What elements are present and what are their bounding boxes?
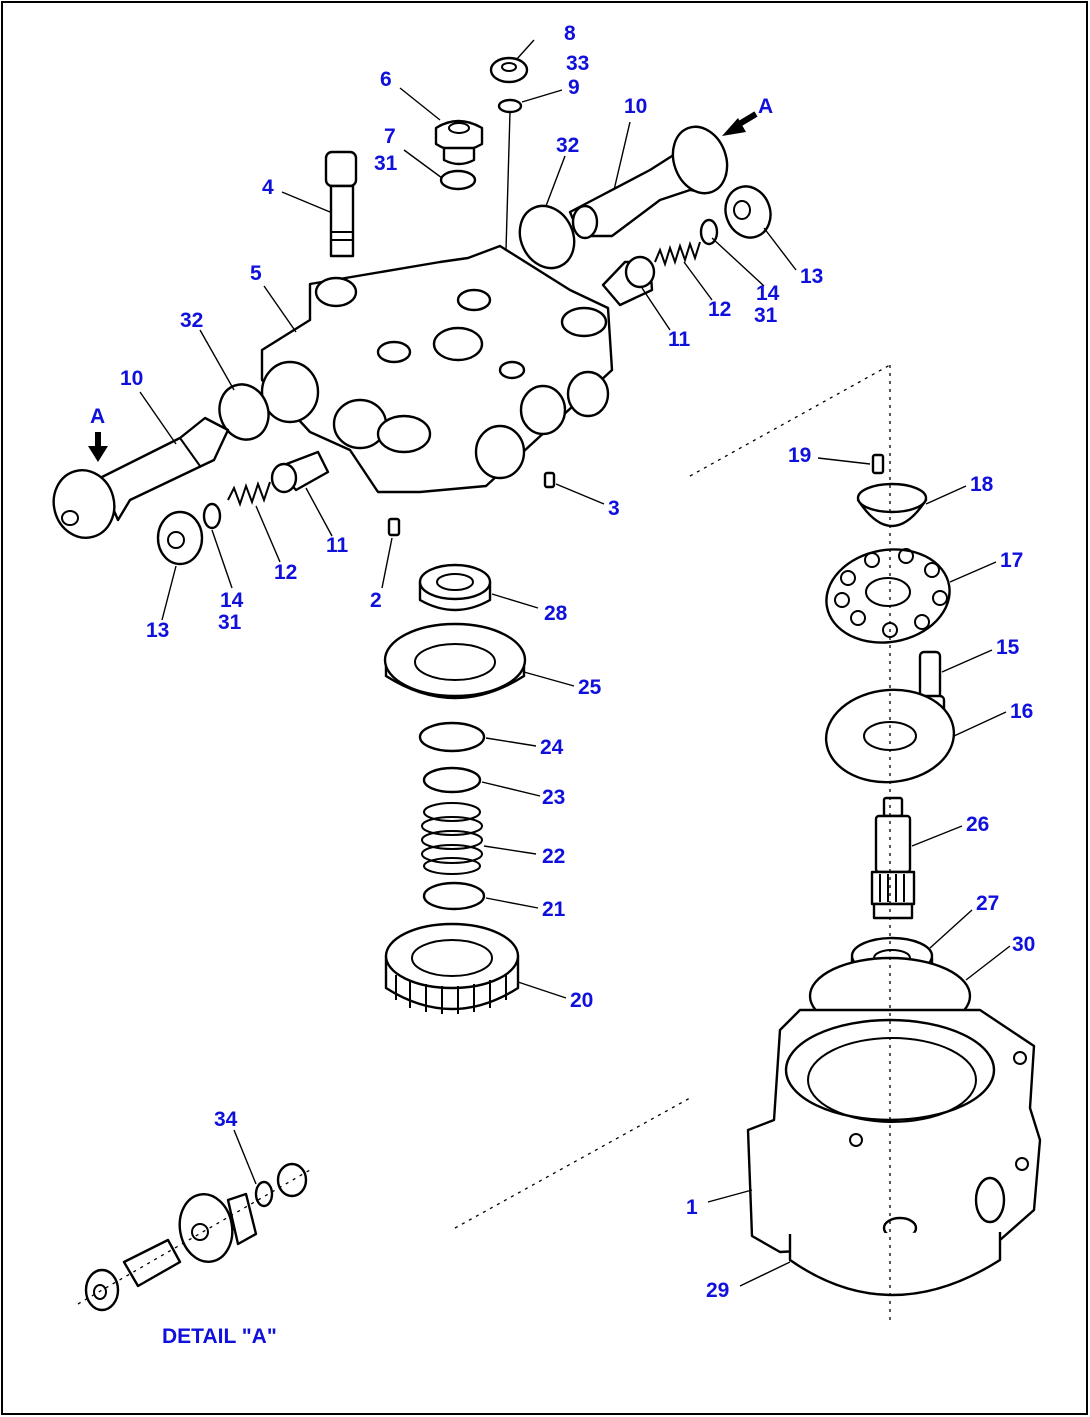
part-21-ring (422, 881, 486, 911)
axis-line (454, 1097, 691, 1229)
callout-34: 34 (214, 1108, 238, 1131)
leader-lines (139, 39, 1011, 1287)
callout-14: 14 (756, 282, 780, 305)
callout-16: 16 (1010, 700, 1033, 723)
callout-labels: 1 2 3 4 5 6 7 31 8 33 9 10 10 32 32 13 1… (90, 22, 1035, 1348)
part-8-plug (489, 56, 529, 114)
part-drawings (52, 56, 1042, 1322)
detail-a-assembly (84, 1162, 308, 1312)
axis-line (505, 111, 511, 251)
callout-26: 26 (966, 813, 989, 836)
callout-2: 2 (370, 589, 382, 612)
part-6-plug (434, 119, 484, 191)
axis-line (689, 364, 891, 477)
callout-23: 23 (542, 786, 565, 809)
part-24-ring (418, 721, 486, 753)
callout-12: 12 (708, 298, 731, 321)
callout-13: 13 (800, 265, 823, 288)
part-5-valve-body (260, 244, 614, 494)
view-arrow-a-upper (722, 111, 758, 136)
callout-28: 28 (544, 602, 568, 625)
view-marker-a: A (90, 405, 105, 428)
part-20-gear (384, 922, 520, 1014)
part-18-cup (856, 482, 928, 527)
callout-30: 30 (1012, 933, 1035, 956)
callout-17: 17 (1000, 549, 1023, 572)
callout-7: 7 (384, 125, 396, 148)
callout-31: 31 (754, 304, 778, 327)
callout-10: 10 (624, 95, 647, 118)
part-4-bolt (324, 150, 358, 258)
part-10-spool-lower (52, 416, 230, 539)
part-28-bearing (418, 563, 492, 612)
part-3-pin (543, 471, 556, 489)
callout-5: 5 (250, 262, 262, 285)
part-11-piston-upper (601, 255, 656, 307)
callout-33: 33 (566, 52, 589, 75)
part-10-spool-upper (568, 125, 729, 240)
callout-13: 13 (146, 619, 169, 642)
part-13-cap-lower (156, 502, 222, 566)
detail-caption: DETAIL "A" (162, 1325, 277, 1348)
callout-4: 4 (262, 176, 274, 199)
view-marker-a: A (758, 95, 773, 118)
callout-29: 29 (706, 1279, 729, 1302)
callout-14: 14 (220, 589, 244, 612)
part-17-plate (825, 548, 951, 644)
part-13-cap-upper (699, 185, 772, 246)
callout-20: 20 (570, 989, 593, 1012)
callout-19: 19 (788, 444, 811, 467)
callout-32: 32 (180, 309, 203, 332)
callout-11: 11 (668, 328, 691, 351)
part-25-plate (383, 622, 527, 700)
callout-11: 11 (326, 534, 349, 557)
part-19-pin (871, 453, 885, 475)
part-23-ring (422, 766, 482, 794)
part-22-spring (421, 802, 483, 875)
callout-12: 12 (274, 561, 297, 584)
callout-31: 31 (218, 611, 242, 634)
callout-24: 24 (540, 736, 564, 759)
part-12-spring-upper (654, 240, 701, 268)
callout-3: 3 (608, 497, 620, 520)
part-12-spring-lower (227, 481, 271, 507)
callout-27: 27 (976, 892, 999, 915)
callout-21: 21 (542, 898, 566, 921)
callout-18: 18 (970, 473, 994, 496)
callout-1: 1 (686, 1196, 698, 1219)
callout-6: 6 (380, 68, 392, 91)
part-32-oring-lower (218, 383, 270, 441)
callout-32: 32 (556, 134, 579, 157)
callout-10: 10 (120, 367, 143, 390)
callout-22: 22 (542, 845, 565, 868)
view-arrow-a-lower (88, 432, 108, 462)
callout-15: 15 (996, 636, 1020, 659)
callout-8: 8 (564, 22, 576, 45)
callout-31: 31 (374, 152, 398, 175)
part-26-shaft (870, 796, 916, 920)
part-1-housing (746, 1008, 1042, 1254)
part-32-oring-upper (518, 204, 576, 270)
part-2-pin (387, 517, 401, 537)
part-29-oring (788, 1232, 1002, 1297)
callout-25: 25 (578, 676, 602, 699)
callout-9: 9 (568, 76, 580, 99)
part-11-piston-lower (270, 450, 330, 494)
